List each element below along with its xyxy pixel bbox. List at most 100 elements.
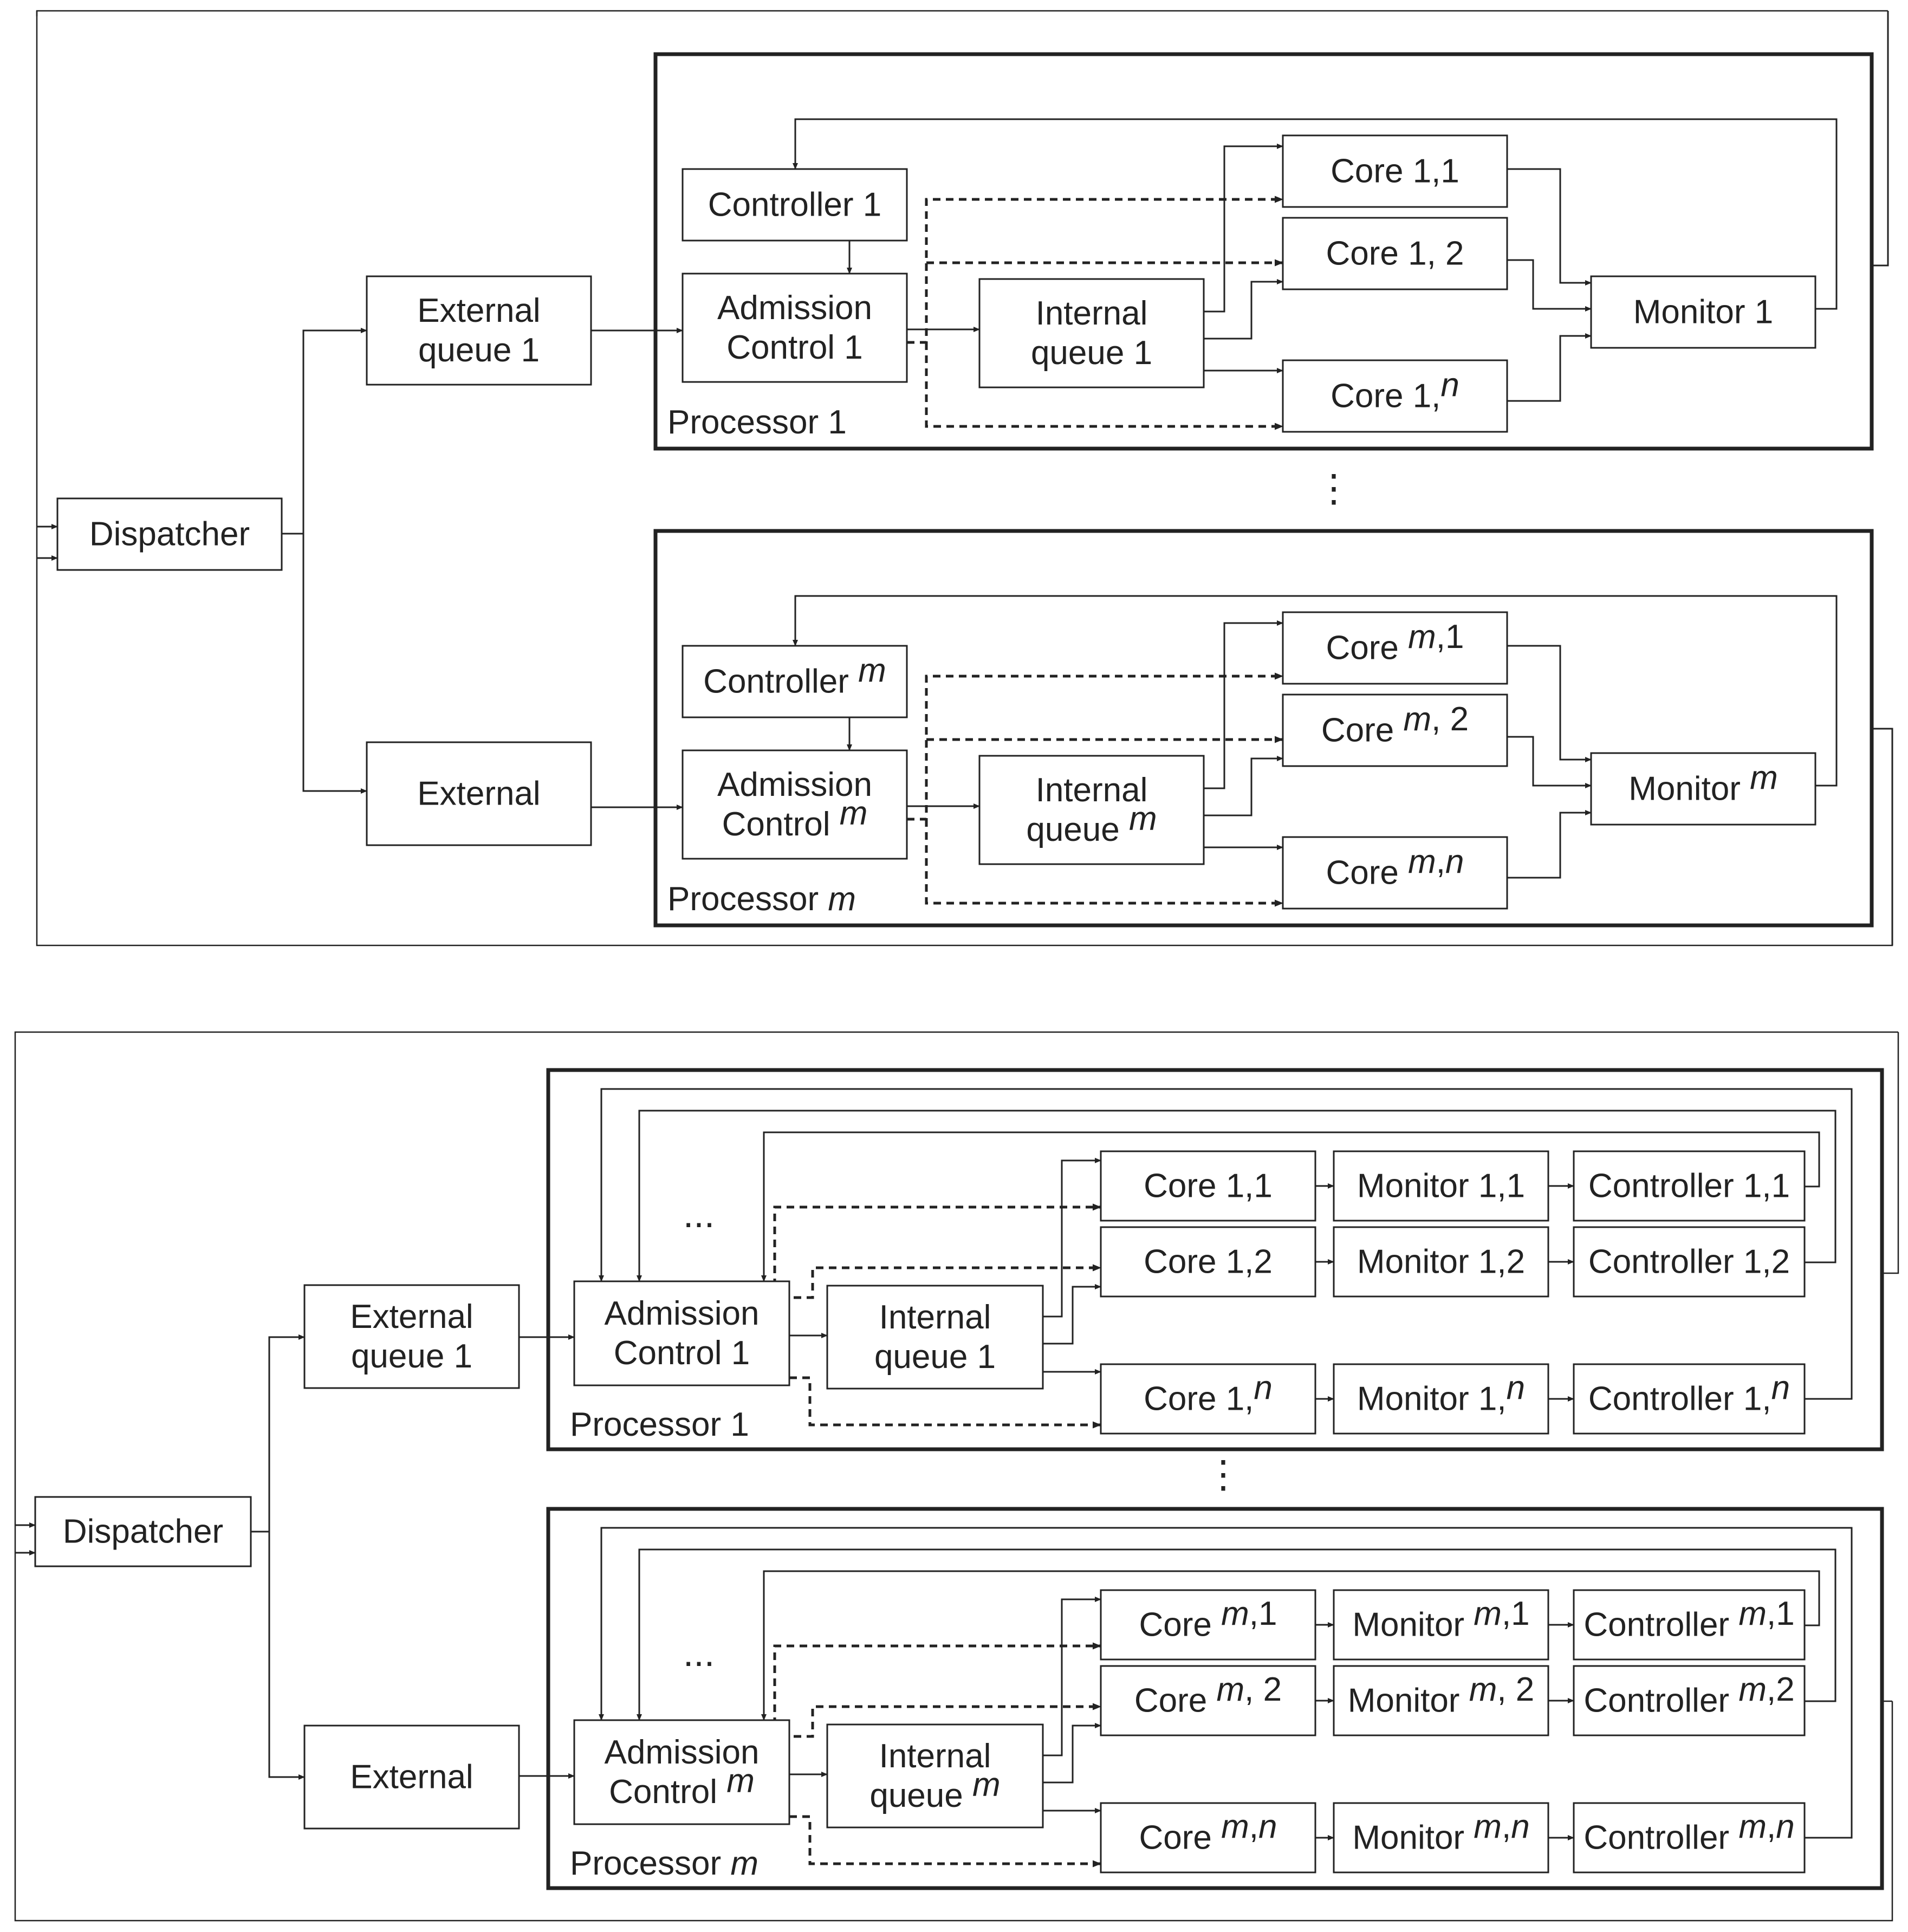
monitor-n-box-label: Monitor m,n xyxy=(1352,1808,1529,1857)
core-2-box-label: Core m, 2 xyxy=(1321,701,1469,749)
core-1-box: Core m,1 xyxy=(1100,1589,1316,1661)
controller2-feedback xyxy=(637,1548,1836,1721)
admission-to-core1-dashed xyxy=(907,196,1283,344)
controller-box: Controller m xyxy=(682,645,908,718)
monitor-to-controller xyxy=(793,595,1838,787)
core-2-box: Core m, 2 xyxy=(1282,693,1508,767)
controller-n-box: Controller m,n xyxy=(1573,1802,1806,1873)
controller-1-box-label: Controller m,1 xyxy=(1583,1595,1794,1644)
monitor-n-box-label: Monitor 1,n xyxy=(1357,1369,1525,1418)
controller-box: Controller 1 xyxy=(682,168,908,242)
processor-label: Processor m xyxy=(667,880,856,918)
monitor-box: Monitor m xyxy=(1590,752,1816,826)
processor-label: Processor m xyxy=(570,1845,758,1882)
dispatcher-to-eq1 xyxy=(282,328,367,535)
processor-frame xyxy=(546,1068,1884,1451)
monitor-2-box: Monitor m, 2 xyxy=(1333,1665,1549,1736)
connector-lines xyxy=(15,11,1893,1868)
controller-1-box-label: Controller 1,1 xyxy=(1588,1168,1790,1205)
core1-to-monitor xyxy=(1507,168,1592,286)
processor-frame xyxy=(546,1507,1884,1890)
monitor-2-box: Monitor 1,2 xyxy=(1333,1226,1549,1298)
controller1-feedback xyxy=(761,1570,1820,1721)
admission-to-coren-dashed xyxy=(789,1815,1101,1868)
dispatcher-to-eqm xyxy=(302,534,367,794)
iq-to-core2 xyxy=(1204,756,1283,816)
controller1-feedback xyxy=(761,1131,1820,1282)
core-1-box-label: Core 1,1 xyxy=(1144,1168,1273,1205)
core-1-box-label: Core 1,1 xyxy=(1331,153,1459,190)
iq-to-core1 xyxy=(1204,144,1283,313)
external-queue-m-label: External xyxy=(417,775,540,813)
processor-label: Processor 1 xyxy=(667,404,847,441)
iq-to-core2 xyxy=(1043,1284,1101,1345)
iq-to-core2 xyxy=(1043,1723,1101,1784)
monitor-1-box-label: Monitor 1,1 xyxy=(1357,1168,1525,1205)
processor-frame xyxy=(653,52,1874,451)
processor-frame xyxy=(653,529,1874,928)
monitor-box-label: Monitor 1 xyxy=(1633,294,1773,331)
controllern-feedback xyxy=(599,1527,1853,1839)
iq-to-core1 xyxy=(1043,1158,1101,1318)
monitor-n-box: Monitor 1,n xyxy=(1333,1363,1549,1435)
monitor-2-box-label: Monitor 1,2 xyxy=(1357,1243,1525,1281)
admission-to-core1-dashed xyxy=(907,672,1283,821)
core-n-box: Core 1,n xyxy=(1100,1363,1316,1435)
monitor-box-label: Monitor m xyxy=(1628,759,1778,808)
processor-label: Processor 1 xyxy=(570,1406,749,1443)
external-queue-m-b: External xyxy=(303,1724,520,1830)
admission-to-coren-dashed xyxy=(925,819,1283,907)
controller-box-label: Controller 1 xyxy=(708,186,881,224)
iq-to-core1 xyxy=(1204,620,1283,789)
feedback-p1 xyxy=(1872,11,1889,267)
controllern-feedback xyxy=(599,1088,1853,1400)
core2-to-monitor xyxy=(1507,259,1592,312)
monitor-box: Monitor 1 xyxy=(1590,275,1816,349)
core-1-box-label: Core m,1 xyxy=(1326,618,1464,667)
dispatcher-to-eq1-b xyxy=(251,1334,305,1533)
monitor-2-box-label: Monitor m, 2 xyxy=(1348,1671,1535,1720)
monitor-n-box: Monitor m,n xyxy=(1333,1802,1549,1873)
external-queue-m-b-label: External xyxy=(350,1759,473,1796)
dispatcher-box-label: Dispatcher xyxy=(89,516,250,553)
controller-n-box: Controller 1,n xyxy=(1573,1363,1806,1435)
controller-n-box-label: Controller 1,n xyxy=(1588,1369,1790,1418)
core-n-box: Core m,n xyxy=(1100,1802,1316,1873)
controller-n-box-label: Controller m,n xyxy=(1583,1808,1794,1857)
monitor-1-box-label: Monitor m,1 xyxy=(1352,1595,1529,1644)
controller-1-box: Controller m,1 xyxy=(1573,1589,1806,1661)
iq-to-core2 xyxy=(1204,279,1283,340)
core2-to-monitor xyxy=(1507,736,1592,788)
dispatcher-box-2: Dispatcher xyxy=(34,1496,252,1567)
core-n-box: Core m,n xyxy=(1282,836,1508,910)
coren-to-monitor xyxy=(1507,333,1592,402)
core-2-box-label: Core m, 2 xyxy=(1134,1671,1282,1720)
controller-2-box-label: Controller 1,2 xyxy=(1588,1243,1790,1281)
processor-frames xyxy=(546,52,1884,1890)
core-n-box-label: Core m,n xyxy=(1139,1808,1277,1857)
core-n-box: Core 1,n xyxy=(1282,359,1508,433)
core-2-box: Core m, 2 xyxy=(1100,1665,1316,1736)
admission-to-core1-dashed xyxy=(773,1642,1101,1738)
core-2-box-label: Core 1, 2 xyxy=(1326,235,1464,273)
controller-1-box: Controller 1,1 xyxy=(1573,1150,1806,1222)
monitor-to-controller xyxy=(793,118,1838,310)
feedback-pm xyxy=(1872,728,1893,945)
core-2-box: Core 1, 2 xyxy=(1282,217,1508,290)
controller-2-box-label: Controller m,2 xyxy=(1583,1671,1794,1720)
processor-ellipsis-b: ⋮ xyxy=(1204,1453,1242,1495)
